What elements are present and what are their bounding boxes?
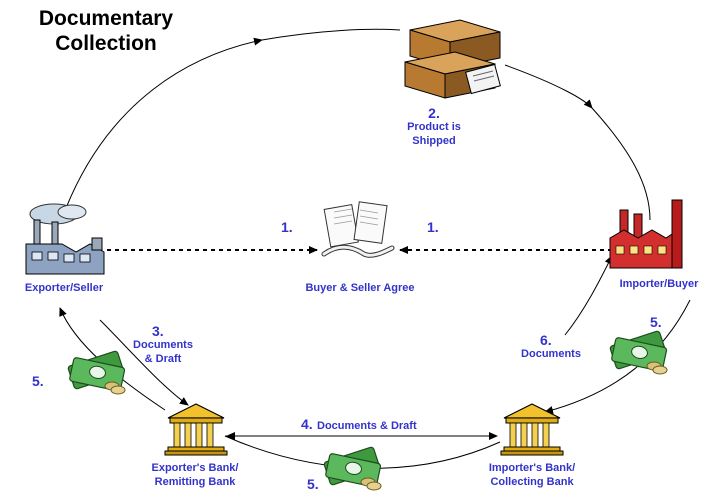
step-5-bottom: 5. <box>307 476 319 492</box>
arrow-exporter-to-remitting-bank <box>99 319 189 406</box>
arrow-upper-right-arc <box>591 107 651 221</box>
title-line-2: Collection <box>55 32 157 55</box>
step-3-number: 3. <box>152 323 164 339</box>
exporter-bank-icon <box>164 403 228 456</box>
step-1-left: 1. <box>281 219 293 235</box>
arrow-exporter-to-shipping <box>65 37 263 209</box>
step-4-label: Documents & Draft <box>317 420 417 432</box>
exporter-label: Exporter/Seller <box>24 282 104 294</box>
cycle-arrows <box>59 28 691 469</box>
step-1-right: 1. <box>427 219 439 235</box>
diagram-title: Documentary Collection <box>20 6 192 56</box>
arrow-top-arc <box>261 28 401 41</box>
step-6: 6. Documents <box>506 333 596 361</box>
step-2-line-2: Shipped <box>412 135 456 147</box>
handshake-contract-icon <box>321 201 395 258</box>
step-5-exporter: 5. <box>32 373 44 389</box>
step-3-line-2: & Draft <box>144 353 182 365</box>
step-2-number: 2. <box>428 105 440 121</box>
shipping-boxes-icon <box>404 19 501 99</box>
arrow-importer-payment <box>544 299 691 414</box>
step-3: 3. Documents & Draft <box>118 324 208 366</box>
money-icon-exporter <box>66 349 126 395</box>
exporter-bank-line-2: Remitting Bank <box>154 476 236 488</box>
money-icon-bottom <box>322 445 382 491</box>
title-line-1: Documentary <box>38 7 174 30</box>
importer-bank-label: Importer's Bank/ Collecting Bank <box>462 461 602 489</box>
exporter-bank-line-1: Exporter's Bank/ <box>151 462 239 474</box>
exporter-bank-label: Exporter's Bank/ Remitting Bank <box>130 461 260 489</box>
step-2: 2. Product is Shipped <box>384 106 484 148</box>
importer-label: Importer/Buyer <box>619 278 699 290</box>
step-4-number: 4. <box>301 416 313 432</box>
arrow-shipping-to-importer <box>504 64 593 109</box>
importer-bank-line-1: Importer's Bank/ <box>488 462 576 474</box>
step-5-importer: 5. <box>650 314 662 330</box>
factory-icon <box>25 203 105 275</box>
arrow-collecting-to-importer <box>564 255 613 336</box>
step-3-line-1: Documents <box>133 339 193 351</box>
importer-bank-line-2: Collecting Bank <box>490 476 574 488</box>
agreement-label: Buyer & Seller Agree <box>305 282 415 294</box>
step-6-label: Documents <box>521 348 581 360</box>
step-6-number: 6. <box>540 332 552 348</box>
importer-bank-icon <box>500 403 564 456</box>
factory-importer-icon <box>609 199 683 269</box>
step-2-line-1: Product is <box>407 121 461 133</box>
money-icon-importer <box>608 329 668 375</box>
